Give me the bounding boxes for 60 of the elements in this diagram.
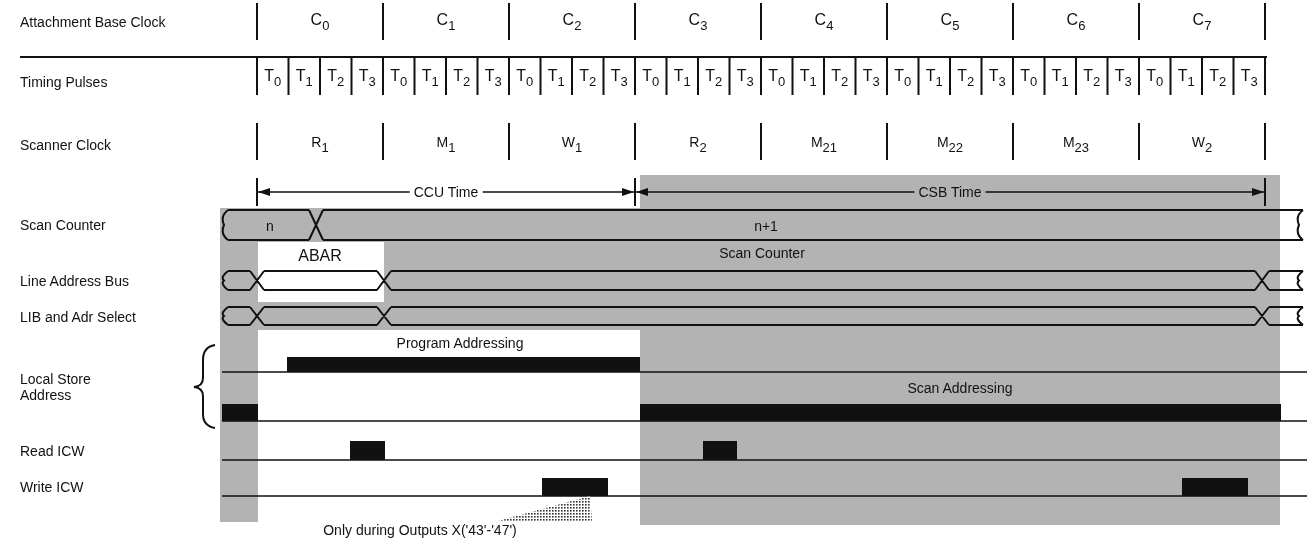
clock-label: C$_{6}$ — [1066, 12, 1086, 28]
clock-label: C$_{3}$ — [688, 12, 708, 28]
signal-label: ABAR — [298, 248, 342, 264]
pulse-label: T$_{2}$ — [1209, 68, 1227, 84]
pulse-label: T$_{1}$ — [673, 68, 691, 84]
pulse-label: T$_{3}$ — [358, 68, 376, 84]
clock-label: C$_{7}$ — [1192, 12, 1212, 28]
clock-label: C$_{1}$ — [436, 12, 456, 28]
callout-pointer — [498, 496, 592, 521]
dimension-label: CSB Time — [914, 184, 986, 200]
pulse-label: T$_{0}$ — [894, 68, 912, 84]
pulse-label: T$_{2}$ — [453, 68, 471, 84]
pulse-label: T$_{1}$ — [421, 68, 439, 84]
pulse-label: T$_{1}$ — [1177, 68, 1195, 84]
pulse-label: T$_{0}$ — [264, 68, 282, 84]
pulse-label: T$_{3}$ — [484, 68, 502, 84]
row-label: Local Store Address — [20, 371, 92, 403]
pulse-label: T$_{3}$ — [988, 68, 1006, 84]
clock-label: C$_{4}$ — [814, 12, 834, 28]
signal-pulse — [542, 478, 608, 496]
pulse-label: T$_{1}$ — [925, 68, 943, 84]
pulse-label: T$_{0}$ — [1020, 68, 1038, 84]
pulse-label: T$_{1}$ — [1051, 68, 1069, 84]
pulse-label: T$_{2}$ — [831, 68, 849, 84]
row-label: Attachment Base Clock — [20, 14, 166, 30]
row-label: Read ICW — [20, 443, 85, 459]
dimension-label: CCU Time — [409, 184, 483, 200]
row-label: LIB and Adr Select — [20, 309, 136, 325]
pulse-label: T$_{2}$ — [579, 68, 597, 84]
pulse-label: T$_{1}$ — [799, 68, 817, 84]
pulse-label: T$_{0}$ — [642, 68, 660, 84]
pulse-label: T$_{0}$ — [768, 68, 786, 84]
row-label: Line Address Bus — [20, 273, 129, 289]
clock-label: C$_{5}$ — [940, 12, 960, 28]
pulse-label: T$_{3}$ — [736, 68, 754, 84]
pulse-label: T$_{3}$ — [1114, 68, 1132, 84]
signal-value: n — [266, 218, 274, 234]
signal-label: Scan Addressing — [907, 380, 1013, 396]
pulse-label: T$_{0}$ — [390, 68, 408, 84]
clock-label: C$_{0}$ — [310, 12, 330, 28]
row-label: Scan Counter — [20, 217, 106, 233]
signal-value: n+1 — [754, 218, 778, 234]
pulse-label: T$_{2}$ — [327, 68, 345, 84]
pulse-label: T$_{2}$ — [1083, 68, 1101, 84]
pulse-label: T$_{1}$ — [547, 68, 565, 84]
clock-label: C$_{2}$ — [562, 12, 582, 28]
signal-label: Scan Counter — [719, 245, 805, 261]
pulse-label: T$_{0}$ — [516, 68, 534, 84]
note: Only during Outputs X('43'-'47') — [323, 522, 517, 538]
row-label: Write ICW — [20, 479, 84, 495]
signal-label: Program Addressing — [396, 335, 524, 351]
pulse-label: T$_{2}$ — [957, 68, 975, 84]
row-label: Timing Pulses — [20, 74, 108, 90]
pulse-label: T$_{3}$ — [1240, 68, 1258, 84]
pulse-label: T$_{1}$ — [295, 68, 313, 84]
row-label: Scanner Clock — [20, 137, 112, 153]
pulse-label: T$_{0}$ — [1146, 68, 1164, 84]
pulse-label: T$_{3}$ — [610, 68, 628, 84]
pulse-label: T$_{2}$ — [705, 68, 723, 84]
pulse-label: T$_{3}$ — [862, 68, 880, 84]
